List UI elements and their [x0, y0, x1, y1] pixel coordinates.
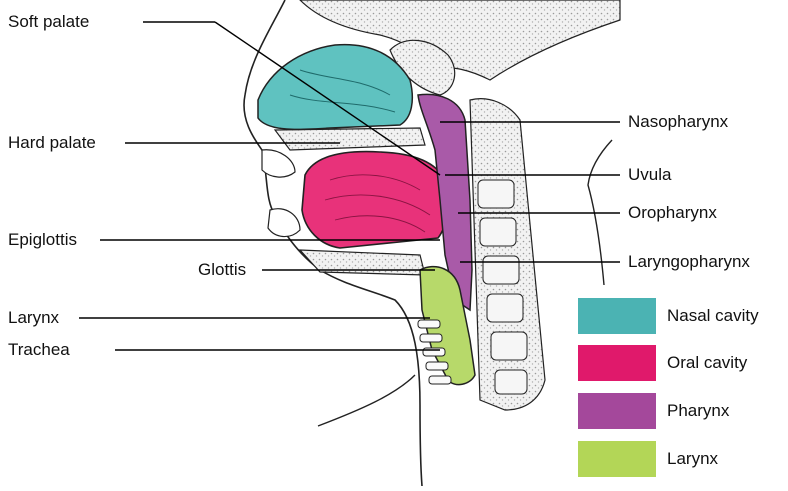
hard-palate-bone	[273, 127, 426, 151]
neck-back-outline	[587, 139, 613, 286]
legend-label-nasal-cavity: Nasal cavity	[667, 306, 759, 325]
label-uvula: Uvula	[628, 165, 672, 184]
label-oropharynx: Oropharynx	[628, 203, 717, 222]
label-trachea: Trachea	[8, 340, 70, 359]
neck-front-outline	[317, 374, 416, 427]
head-outline	[243, 0, 423, 487]
label-larynx: Larynx	[8, 308, 60, 327]
label-nasopharynx: Nasopharynx	[628, 112, 729, 131]
legend-label-pharynx: Pharynx	[667, 401, 730, 420]
upper-lip	[261, 149, 296, 178]
legend-swatch-pharynx	[578, 393, 656, 429]
mandible	[298, 249, 426, 276]
legend-swatch-nasal-cavity	[578, 298, 656, 334]
label-hard-palate: Hard palate	[8, 133, 96, 152]
legend-swatch-oral-cavity	[578, 345, 656, 381]
label-laryngopharynx: Laryngopharynx	[628, 252, 750, 271]
label-soft-palate: Soft palate	[8, 12, 90, 31]
trachea-rings	[417, 319, 452, 385]
vertebral-column	[469, 98, 546, 411]
legend-label-oral-cavity: Oral cavity	[667, 353, 748, 372]
lower-lip	[267, 208, 301, 238]
legend-label-larynx: Larynx	[667, 449, 719, 468]
nasal-cavity-region	[257, 43, 413, 131]
pharynx-region	[417, 93, 473, 312]
nasal-bone	[389, 39, 456, 96]
legend-swatch-larynx	[578, 441, 656, 477]
label-glottis: Glottis	[198, 260, 247, 279]
label-epiglottis: Epiglottis	[8, 230, 77, 249]
leader-lines	[79, 21, 620, 351]
